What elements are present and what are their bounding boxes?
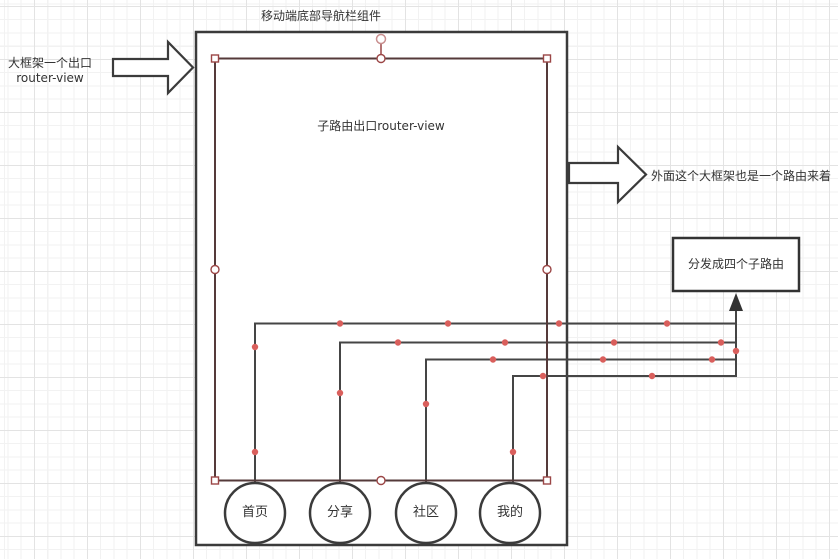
connector-home[interactable] <box>254 322 736 484</box>
phone-frame-rect[interactable] <box>194 30 569 547</box>
midpoint-dot[interactable] <box>539 372 547 380</box>
left-block-arrow[interactable] <box>111 39 195 96</box>
rotation-handle[interactable] <box>375 33 387 45</box>
resize-handle-top-left[interactable] <box>210 54 220 63</box>
left-annotation-line1: 大框架一个出口 <box>7 56 92 70</box>
right-block-arrow[interactable] <box>567 144 648 205</box>
midpoint-dot[interactable] <box>251 448 259 456</box>
resize-handle-bottom-left[interactable] <box>210 476 220 485</box>
connector-share[interactable] <box>339 341 736 484</box>
midpoint-dot[interactable] <box>336 389 344 397</box>
midpoint-dot[interactable] <box>648 372 656 380</box>
nav-circle-label-home[interactable]: 首页 <box>241 505 268 520</box>
connector-arrowhead <box>729 293 743 311</box>
nav-circle-share[interactable] <box>308 481 372 545</box>
midpoint-dot[interactable] <box>599 356 607 363</box>
midpoint-dot[interactable] <box>708 356 716 363</box>
connector-midpoint-dots <box>251 320 740 456</box>
left-annotation-line2: router-view <box>16 71 84 85</box>
midpoint-dot[interactable] <box>663 320 671 327</box>
connector-mine[interactable] <box>512 309 737 483</box>
nav-circle-label-mine[interactable]: 我的 <box>496 505 523 520</box>
midpoint-dot[interactable] <box>509 448 517 456</box>
resize-handle-top-center[interactable] <box>376 53 386 64</box>
dispatch-box-label[interactable]: 分发成四个子路由 <box>687 257 784 271</box>
left-annotation[interactable]: 大框架一个出口 router-view <box>0 56 100 86</box>
resize-handle-bottom-center[interactable] <box>376 475 386 486</box>
midpoint-dot[interactable] <box>444 320 452 327</box>
dispatch-box[interactable] <box>671 236 801 293</box>
midpoint-dot[interactable] <box>251 343 259 351</box>
resize-handle-top-right[interactable] <box>542 54 552 63</box>
midpoint-dot[interactable] <box>732 347 740 355</box>
nav-circle-mine[interactable] <box>478 481 542 545</box>
resize-handle-left-center[interactable] <box>210 264 220 275</box>
resize-handle-bottom-right[interactable] <box>542 476 552 485</box>
midpoint-dot[interactable] <box>555 320 563 327</box>
nav-circle-label-community[interactable]: 社区 <box>412 505 439 520</box>
resize-handle-right-center[interactable] <box>542 264 552 275</box>
midpoint-dot[interactable] <box>610 339 618 346</box>
midpoint-dot[interactable] <box>501 339 509 346</box>
midpoint-dot[interactable] <box>394 339 402 346</box>
nav-circle-home[interactable] <box>223 481 287 545</box>
connector-community[interactable] <box>425 358 736 484</box>
midpoint-dot[interactable] <box>717 339 725 346</box>
right-annotation[interactable]: 外面这个大框架也是一个路由来着 <box>651 169 832 183</box>
midpoint-dot[interactable] <box>489 356 497 363</box>
midpoint-dot[interactable] <box>336 320 344 327</box>
child-router-view-label[interactable]: 子路由出口router-view <box>317 119 445 133</box>
nav-circle-community[interactable] <box>394 481 458 545</box>
diagram-title[interactable]: 移动端底部导航栏组件 <box>260 9 381 23</box>
nav-circle-label-share[interactable]: 分享 <box>326 505 353 520</box>
midpoint-dot[interactable] <box>422 400 430 408</box>
